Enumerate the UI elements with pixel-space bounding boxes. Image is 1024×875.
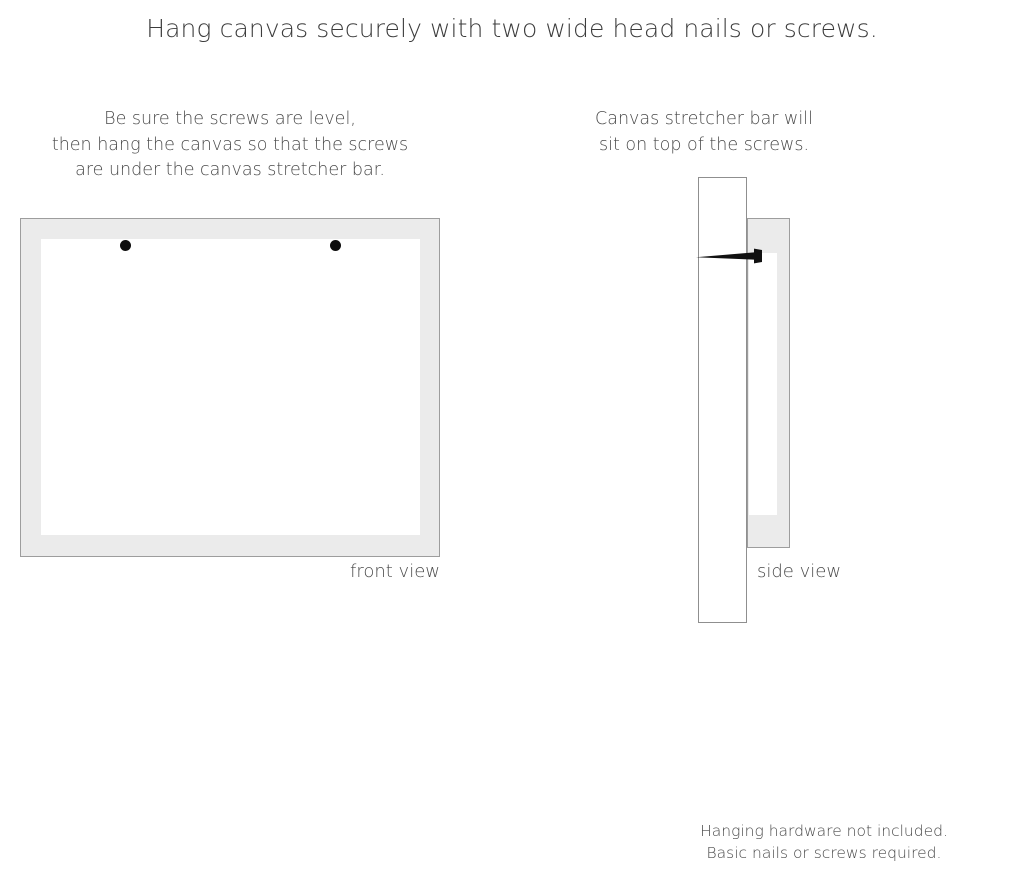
front-view-diagram [20,218,440,557]
side-view-caption: Canvas stretcher bar will sit on top of … [580,107,828,158]
side-view-wall [698,177,747,623]
footer-line-1: Hanging hardware not included. [700,822,948,840]
front-view-canvas-face [41,239,420,535]
screw-head-icon-left [120,240,131,251]
side-view-label: side view [757,561,842,582]
front-view-caption-line-2: then hang the canvas so that the screws [51,134,409,155]
screw-icon-side [696,248,762,264]
footer-note: Hanging hardware not included. Basic nai… [644,820,1004,864]
side-view-caption-line-1: Canvas stretcher bar will [595,109,813,129]
side-view-diagram [690,170,810,635]
side-view-stretcher-bar [747,218,790,548]
front-view-caption-line-1: Be sure the screws are level, [104,109,356,129]
front-view-caption-line-3: are under the canvas stretcher bar. [75,160,385,180]
page-title: Hang canvas securely with two wide head … [146,14,878,43]
footer-line-2: Basic nails or screws required. [706,844,942,862]
side-view-stretcher-bar-inner [749,253,777,515]
side-view-caption-line-2: sit on top of the screws. [598,134,810,155]
front-view-label: front view [350,561,440,582]
screw-head-icon-right [330,240,341,251]
front-view-caption: Be sure the screws are level, then hang … [20,107,440,184]
